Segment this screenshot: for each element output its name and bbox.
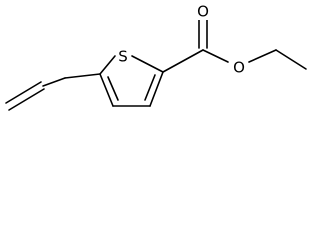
carbonyl-oxygen-label: O [197,3,209,21]
ester-oxygen-label: O [233,59,245,77]
allyl-ch2-bond [42,77,66,87]
ring-c5-s-bond [99,55,116,75]
carbonyl-double-bond [198,19,208,49]
ring-to-carbonyl-bond [162,49,204,73]
ethyl-bond [275,49,307,70]
ring-c5-c4-inner-double-bond [107,76,119,101]
ester-oxygen-to-ethyl-bond [248,49,277,63]
ring-c3-c2-inner-double-bond [144,74,156,101]
allyl-to-ring-bond [64,73,101,79]
carbonyl-oxygen-atom: O [196,3,210,21]
ester-oxygen-atom: O [231,59,247,77]
sulfur-label: S [118,48,128,66]
ring-c3-c2-bond [149,71,164,107]
ring-c5-c4-bond [99,73,114,107]
molecule-structure-diagram: S O O [5,3,307,111]
carbonyl-to-ester-oxygen-bond [202,49,229,63]
allyl-double-bond [5,81,45,111]
sulfur-atom: S [116,48,130,66]
ring-s-c2-bond [131,55,164,73]
